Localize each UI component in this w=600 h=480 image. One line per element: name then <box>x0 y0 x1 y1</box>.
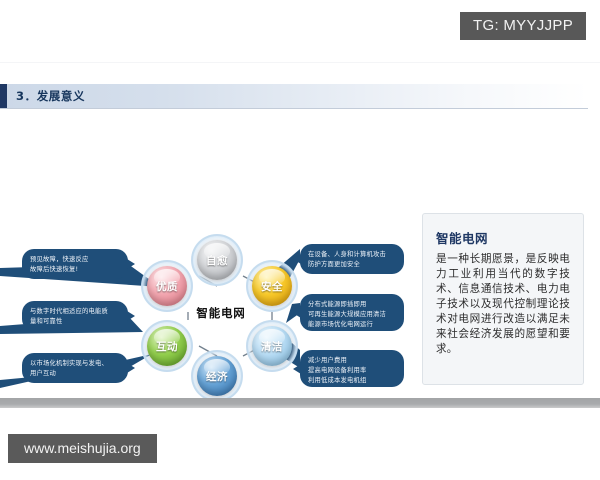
site-watermark: www.meishujia.org <box>8 433 157 463</box>
callout-left-1-text: 预见故障，快速反应 故障后快速恢复! <box>30 256 89 273</box>
callout-left-2-text: 与数字时代相适应的电能质 量和可靠性 <box>30 308 108 325</box>
smart-grid-diagram: 预见故障，快速反应 故障后快速恢复! 与数字时代相适应的电能质 量和可靠性 以市… <box>0 118 600 403</box>
slide-top-edge <box>0 62 600 63</box>
callout-right-3: 减少用户费用 提高电网设备利用率 利用低成本发电机组 <box>293 350 404 387</box>
node-jingji-label: 经济 <box>206 370 228 383</box>
telegram-watermark: TG: MYYJJPP <box>460 12 586 41</box>
diagram-center-label: 智能电网 <box>196 306 246 320</box>
node-qingjie[interactable]: 清洁 <box>246 320 298 372</box>
info-panel-body: 是一种长期愿景，是反映电力工业利用当代的数字技术、信息通信技术、电力电子技术以及… <box>436 253 570 356</box>
header-accent-bar <box>0 84 7 108</box>
callout-tail-icon <box>127 363 135 373</box>
callout-tail-icon <box>293 307 301 318</box>
slide-canvas: 3．发展意义 <box>0 62 600 408</box>
callout-right-2: 分布式能源即插即用 可再生能源大规模应用清洁 能源市场优化电网运行 <box>293 294 404 331</box>
callout-left-3-text: 以市场化机制实现与发电、 用户互动 <box>30 360 108 377</box>
node-jingji[interactable]: 经济 <box>191 350 243 402</box>
callout-right-3-text: 减少用户费用 提高电网设备利用率 利用低成本发电机组 <box>308 357 367 384</box>
callout-left-1: 预见故障，快速反应 故障后快速恢复! <box>22 249 135 279</box>
callout-left-2: 与数字时代相适应的电能质 量和可靠性 <box>22 301 135 331</box>
slide-bottom-edge <box>0 398 600 408</box>
info-panel-title: 智能电网 <box>436 231 489 246</box>
node-ziyu[interactable]: 自愈 <box>191 234 243 286</box>
callout-tail-icon <box>127 259 135 269</box>
callout-tail-icon <box>127 311 135 321</box>
page-title: 3．发展意义 <box>16 89 86 103</box>
callout-right-2-text: 分布式能源即插即用 可再生能源大规模应用清洁 能源市场优化电网运行 <box>308 301 386 328</box>
info-panel: 智能电网 是一种长期愿景，是反映电力工业利用当代的数字技术、信息通信技术、电力电… <box>422 213 584 385</box>
slide-header-bar: 3．发展意义 <box>0 84 588 108</box>
header-underline <box>0 108 588 109</box>
callout-tail-icon <box>293 254 301 264</box>
callout-left-3: 以市场化机制实现与发电、 用户互动 <box>22 353 135 383</box>
node-ziyu-label: 自愈 <box>206 254 228 267</box>
node-qingjie-label: 清洁 <box>261 340 283 353</box>
node-hudong-label: 互动 <box>156 340 178 353</box>
node-youzhi-label: 优质 <box>156 280 178 293</box>
node-anquan-label: 安全 <box>261 280 283 293</box>
callout-right-1: 在设备、人身和计算机攻击 防护方面更加安全 <box>293 244 404 274</box>
callout-tail-icon <box>293 363 301 374</box>
node-hudong[interactable]: 互动 <box>141 320 193 372</box>
callout-right-1-text: 在设备、人身和计算机攻击 防护方面更加安全 <box>308 251 386 268</box>
